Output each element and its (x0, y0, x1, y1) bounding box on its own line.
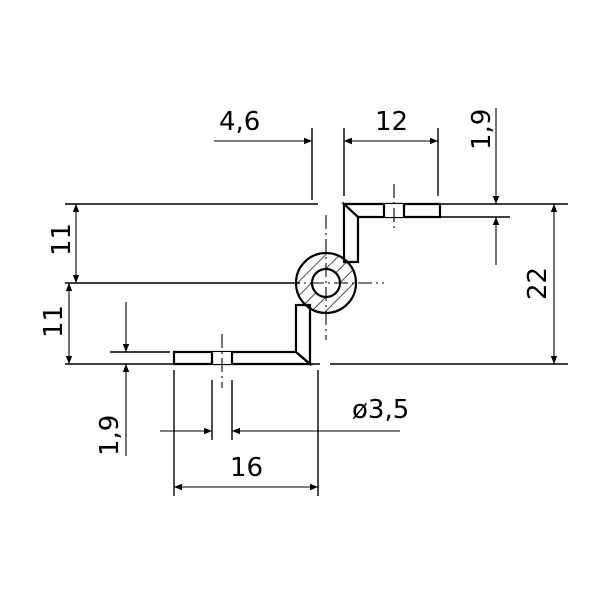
dim-12-label: 12 (375, 107, 408, 137)
hinge-profile (172, 201, 442, 367)
dim-4-6-label: 4,6 (219, 107, 260, 137)
dim-11-top-label: 11 (47, 223, 77, 256)
dim-diameter-3-5-label: ø3,5 (352, 395, 409, 425)
center-lines (221, 184, 395, 388)
dim-1-9-top-label: 1,9 (467, 109, 497, 150)
dim-22-label: 22 (523, 267, 553, 300)
dim-1-9-bottom-label: 1,9 (95, 415, 125, 456)
dim-11-bottom-label: 11 (39, 305, 69, 338)
dimension-lines (65, 108, 558, 491)
dim-16-label: 16 (230, 453, 263, 483)
